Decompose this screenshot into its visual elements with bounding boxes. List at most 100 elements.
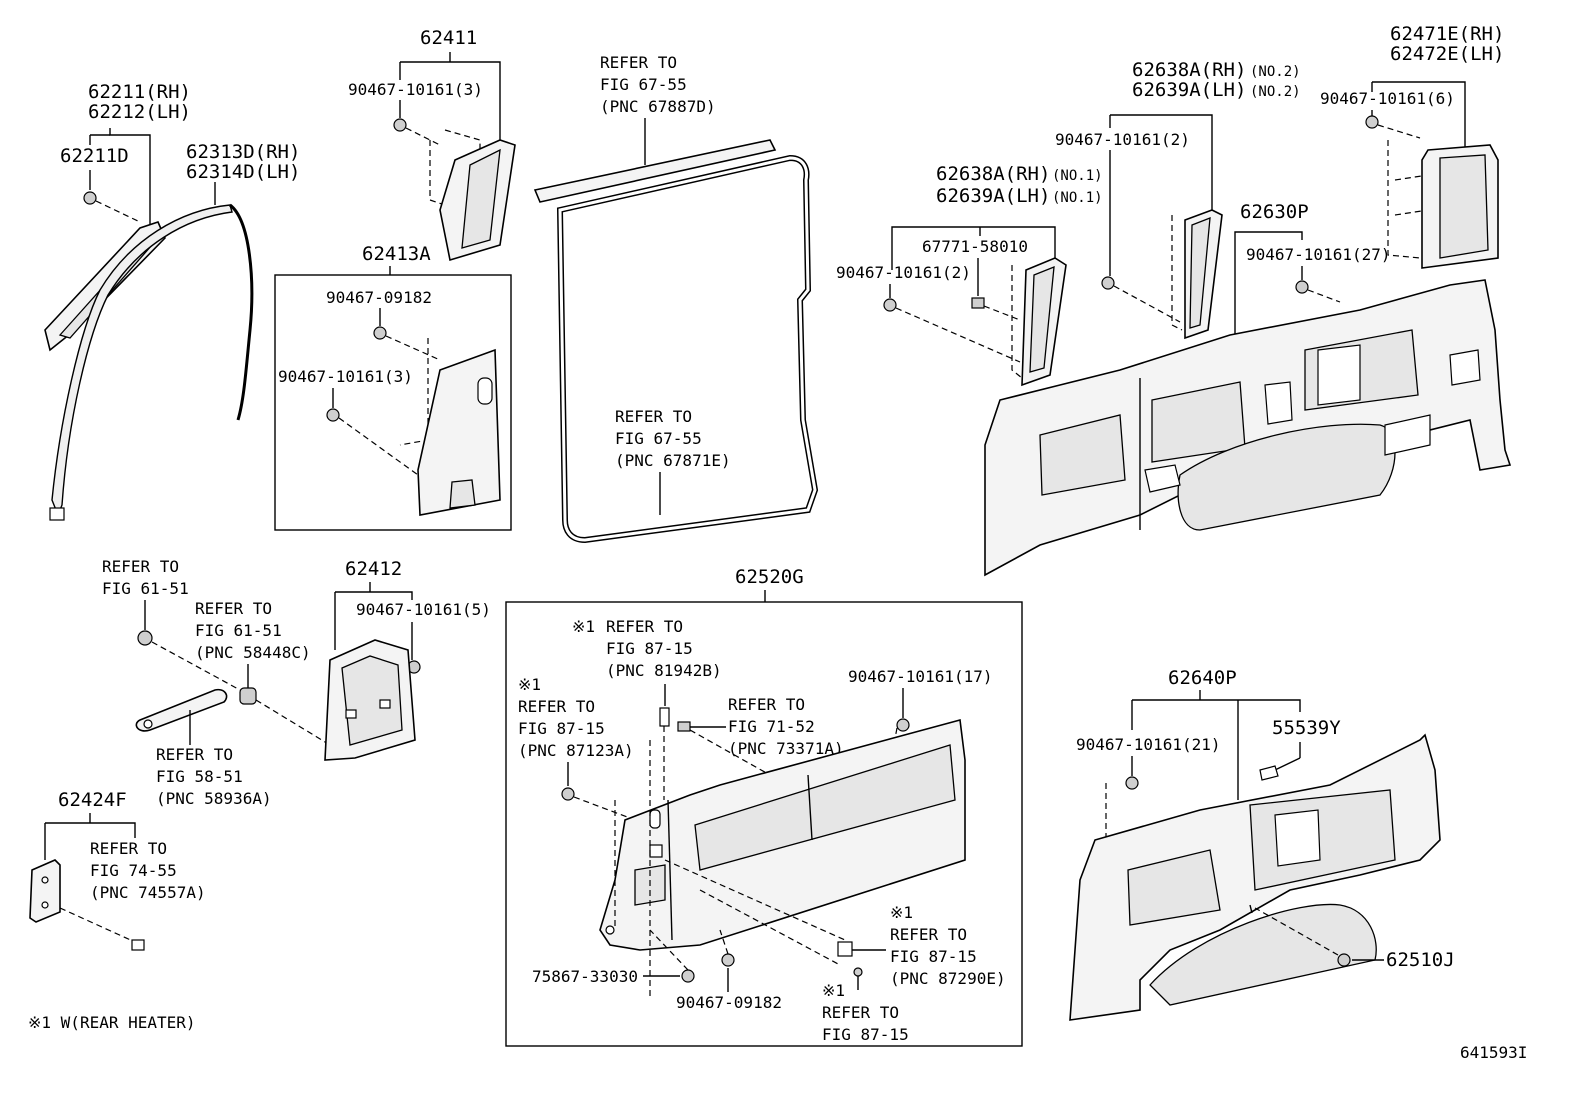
clip-62638a-no1: [883, 265, 1023, 379]
ref-81942b-1: REFER TO: [606, 617, 683, 636]
label-62630p: 62630P: [1240, 201, 1309, 223]
label-62639a-no2-suffix: (NO.2): [1250, 84, 1301, 100]
ref-67871e-1: REFER TO: [615, 407, 692, 426]
label-62412: 62412: [345, 558, 402, 580]
ref-73371a-3: (PNC 73371A): [728, 739, 844, 758]
label-62638a-no1: 62638A(RH): [936, 163, 1050, 185]
label-62638a-no2-clip: 90467-10161(2): [1055, 130, 1190, 149]
connector-81942b: [659, 684, 670, 800]
ref-81942b-2: FIG 87-15: [606, 639, 693, 658]
ref-87290e-3: (PNC 87290E): [890, 969, 1006, 988]
label-62640p-clip: 90467-10161(21): [1076, 735, 1221, 754]
label-62411: 62411: [420, 27, 477, 49]
ref-8715-mark: ※1: [822, 981, 845, 1000]
label-62424f: 62424F: [58, 789, 127, 811]
ref-7455-3: (PNC 74557A): [90, 883, 206, 902]
ref-5851-3: (PNC 58936A): [156, 789, 272, 808]
ref-6151a-2: FIG 61-51: [102, 579, 189, 598]
label-62639a-no2: 62639A(LH): [1132, 79, 1246, 101]
ref-7455-2: FIG 74-55: [90, 861, 177, 880]
figure-id: 641593I: [1460, 1043, 1527, 1062]
clip-90467-09182: [719, 929, 735, 992]
clip-75867: [643, 929, 695, 983]
label-62211d: 62211D: [60, 145, 129, 167]
label-67771: 67771-58010: [922, 237, 1028, 256]
label-62520g: 62520G: [735, 566, 804, 588]
ref-87290e-1: REFER TO: [890, 925, 967, 944]
label-62413a-clip2: 90467-10161(3): [278, 367, 413, 386]
garnish-62411: [439, 139, 516, 262]
label-62639a-no1-suffix: (NO.1): [1052, 190, 1103, 206]
spacer-58448c: [239, 687, 331, 746]
ref-7455-1: REFER TO: [90, 839, 167, 858]
label-62413a: 62413A: [362, 243, 431, 265]
ref-87123a-2: FIG 87-15: [518, 719, 605, 738]
label-62413a-clip1: 90467-09182: [326, 288, 432, 307]
label-62639a-no1: 62639A(LH): [936, 185, 1050, 207]
clip-62211d: [83, 170, 141, 223]
quarter-trim-62640p: [1069, 733, 1441, 1021]
label-62472e: 62472E(LH): [1390, 43, 1504, 65]
ref-6151a-1: REFER TO: [102, 557, 179, 576]
door-glass-run: [533, 139, 777, 203]
ref-87290e-mark: ※1: [890, 903, 913, 922]
label-62314d: 62314D(LH): [186, 161, 300, 183]
connector-87290e: [837, 941, 886, 990]
label-62212: 62212(LH): [88, 101, 191, 123]
leader-62471e: [1371, 81, 1466, 148]
leader-62640p: [1131, 690, 1301, 800]
box-62413a: [274, 274, 512, 531]
ref-87123a-1: REFER TO: [518, 697, 595, 716]
ref-67887d-1: REFER TO: [600, 53, 677, 72]
ref-67887d-3: (PNC 67887D): [600, 97, 716, 116]
label-62638a-no1-suffix: (NO.1): [1052, 168, 1103, 184]
label-62412-clip: 90467-10161(5): [356, 600, 491, 619]
clip-62471e: [1365, 110, 1429, 259]
box-62520g: [505, 601, 1023, 1047]
label-62638a-no2-suffix: (NO.2): [1250, 64, 1301, 80]
label-62638a-no2: 62638A(RH): [1132, 59, 1246, 81]
label-62510j: 62510J: [1386, 949, 1455, 971]
garnish-62471e: [1421, 144, 1499, 269]
weatherstrip-62313d: [49, 203, 254, 521]
bolt-6151a: [137, 630, 241, 691]
ref-81942b-mark: ※1: [572, 617, 595, 636]
ref-87123a-mark: ※1: [518, 675, 541, 694]
clip-62640p: [1105, 742, 1301, 850]
garnish-62412: [324, 639, 416, 761]
ref-67887d-2: FIG 67-55: [600, 75, 687, 94]
ref-5851-1: REFER TO: [156, 745, 233, 764]
ref-87290e-2: FIG 87-15: [890, 947, 977, 966]
label-62520g-clip: 90467-10161(17): [848, 667, 993, 686]
label-62313d: 62313D(RH): [186, 141, 300, 163]
leader-62211: [89, 128, 151, 225]
ref-5851-2: FIG 58-51: [156, 767, 243, 786]
connector-73371a: [677, 721, 771, 776]
leader-62412: [334, 582, 413, 650]
label-62471e: 62471E(RH): [1390, 23, 1504, 45]
side-trim-62520g: [599, 718, 966, 951]
label-55539y: 55539Y: [1272, 717, 1341, 739]
ref-81942b-3: (PNC 81942B): [606, 661, 722, 680]
garnish-62413a: [417, 348, 501, 516]
ref-6151b-3: (PNC 58448C): [195, 643, 311, 662]
ref-67871e-2: FIG 67-55: [615, 429, 702, 448]
clip-62411: [393, 100, 481, 206]
label-62630p-clip: 90467-10161(27): [1246, 245, 1391, 264]
clips-62413a: [326, 308, 441, 481]
leader-62638a-no1: [891, 226, 1056, 270]
dash-lines-62520g: [614, 740, 846, 1000]
ref-73371a-2: FIG 71-52: [728, 717, 815, 736]
ref-73371a-1: REFER TO: [728, 695, 805, 714]
leader-62630p: [1234, 231, 1303, 338]
label-62211: 62211(RH): [88, 81, 191, 103]
label-62411-clip: 90467-10161(3): [348, 80, 483, 99]
connector-87123a: [561, 762, 631, 819]
clip-62630p: [1295, 266, 1341, 303]
leader-62411: [399, 52, 501, 145]
pillar-62638a-no2: [1184, 209, 1223, 340]
door-weatherstrip: [556, 154, 819, 544]
quarter-trim-62630p: [984, 279, 1512, 577]
label-62471e-clip: 90467-10161(6): [1320, 89, 1455, 108]
